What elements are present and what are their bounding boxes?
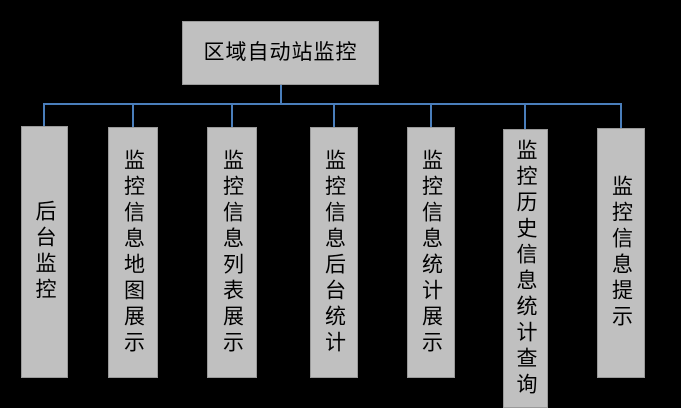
diagram-child-node-7[interactable]: 监控信息提示 <box>597 128 645 378</box>
diagram-root-node[interactable]: 区域自动站监控 <box>182 21 379 85</box>
diagram-child-label-5: 监控信息统计展示 <box>419 148 444 357</box>
diagram-child-node-6[interactable]: 监控历史信息统计查询 <box>503 129 548 408</box>
diagram-child-label-6: 监控历史信息统计查询 <box>514 138 538 399</box>
diagram-child-node-5[interactable]: 监控信息统计展示 <box>407 127 455 378</box>
diagram-child-node-1[interactable]: 后台监控 <box>21 126 68 378</box>
connector-drop-4 <box>333 103 335 127</box>
connector-drop-5 <box>430 103 432 127</box>
diagram-child-node-4[interactable]: 监控信息后台统计 <box>310 127 358 378</box>
connector-drop-1 <box>43 103 45 126</box>
connector-drop-7 <box>620 103 622 128</box>
diagram-child-node-2[interactable]: 监控信息地图展示 <box>108 127 158 378</box>
connector-drop-6 <box>524 103 526 129</box>
diagram-root-label: 区域自动站监控 <box>203 40 358 65</box>
diagram-child-label-1: 后台监控 <box>33 200 57 304</box>
diagram-child-label-2: 监控信息地图展示 <box>121 148 146 357</box>
diagram-child-label-4: 监控信息后台统计 <box>322 148 347 357</box>
diagram-child-label-7: 监控信息提示 <box>609 175 634 331</box>
connector-drop-3 <box>231 103 233 127</box>
diagram-child-node-3[interactable]: 监控信息列表展示 <box>207 127 257 378</box>
diagram-child-label-3: 监控信息列表展示 <box>220 148 245 357</box>
connector-root-stem <box>280 85 282 105</box>
connector-drop-2 <box>132 103 134 127</box>
connector-bus <box>43 103 622 105</box>
